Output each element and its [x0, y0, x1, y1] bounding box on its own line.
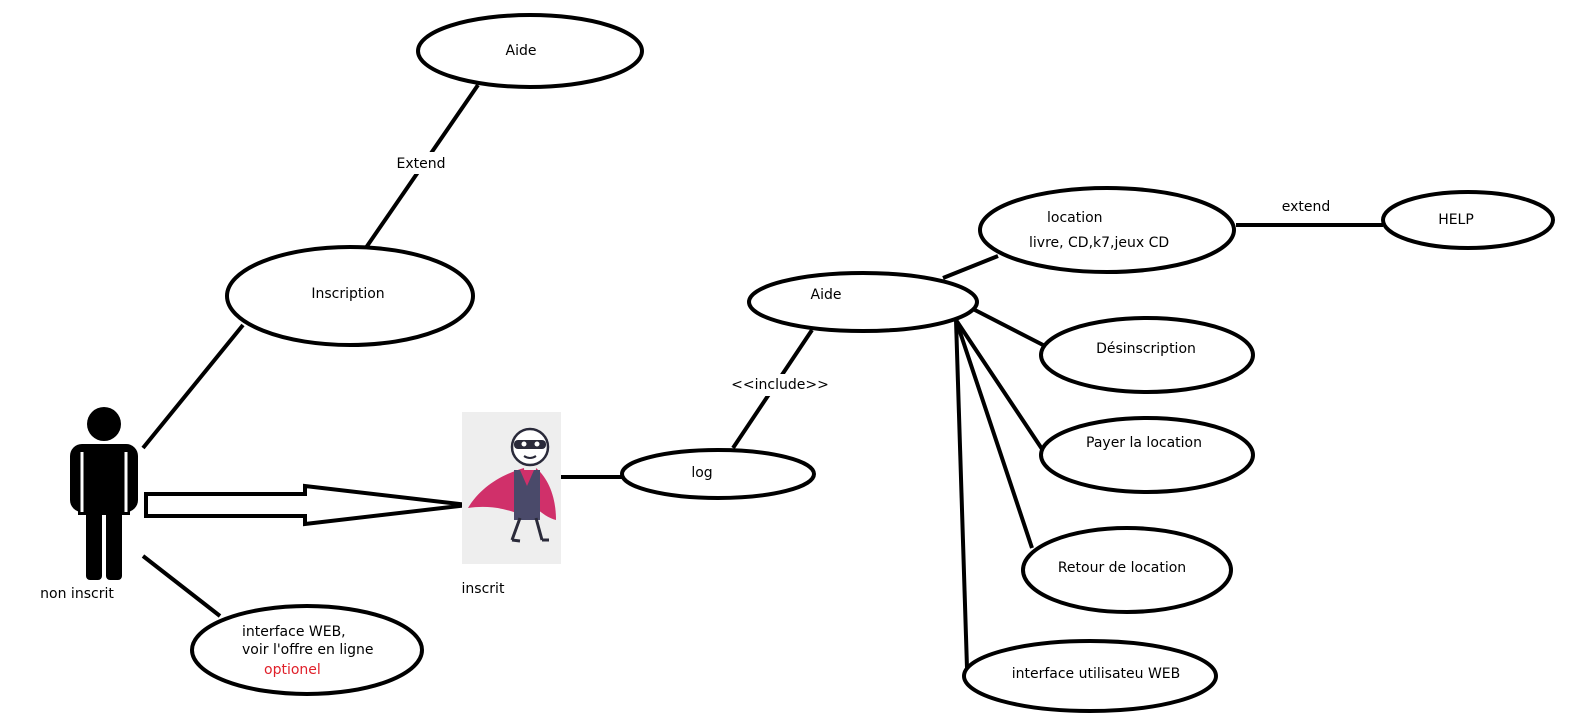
usecase-log-label: log — [691, 465, 712, 481]
usecase-interface-web-line2: voir l'offre en ligne — [242, 642, 374, 658]
association-aide-desinscription — [972, 307, 1046, 348]
usecase-desinscription-label: Désinscription — [1096, 341, 1196, 357]
actor-inscrit-superhero-icon[interactable] — [462, 412, 561, 564]
extend-help-label: extend — [1282, 199, 1331, 215]
actor-non-inscrit-icon[interactable] — [70, 407, 138, 580]
association-nonInscrit-interfaceWeb — [141, 554, 222, 618]
usecase-location-line1: location — [1047, 210, 1103, 226]
usecase-help-label: HELP — [1438, 212, 1474, 228]
usecase-retour-label: Retour de location — [1058, 560, 1186, 576]
usecase-inscription[interactable]: Inscription — [225, 245, 475, 347]
usecase-aide-top[interactable]: Aide — [416, 13, 644, 89]
usecase-payer[interactable]: Payer la location — [1039, 416, 1255, 494]
generalization-arrow — [144, 483, 469, 527]
usecase-retour[interactable]: Retour de location — [1021, 526, 1233, 614]
usecase-log[interactable]: log — [620, 448, 816, 500]
usecase-payer-label: Payer la location — [1086, 435, 1202, 451]
usecase-location[interactable]: location livre, CD,k7,jeux CD — [978, 186, 1236, 274]
association-nonInscrit-inscription — [141, 323, 245, 450]
usecase-interface-web-line1: interface WEB, — [242, 624, 346, 640]
extend-upper-label-bg — [392, 152, 450, 174]
association-aide-interfaceUtilisateur — [954, 319, 969, 669]
usecase-location-line2: livre, CD,k7,jeux CD — [1029, 235, 1169, 251]
usecase-desinscription[interactable]: Désinscription — [1039, 316, 1255, 394]
usecase-help[interactable]: HELP — [1381, 190, 1555, 250]
extend-upper-label: Extend — [397, 156, 446, 172]
usecase-aide-mid-label: Aide — [811, 287, 842, 303]
association-aide-location — [942, 254, 999, 280]
usecase-interface-web[interactable]: interface WEB, voir l'offre en ligne opt… — [190, 604, 424, 696]
include-label-bg — [732, 374, 828, 396]
usecase-interface-utilisateur[interactable]: interface utilisateu WEB — [962, 639, 1218, 713]
usecase-interface-utilisateur-label: interface utilisateu WEB — [1012, 666, 1181, 682]
usecase-aide-mid[interactable]: Aide — [747, 271, 979, 333]
actor-non-inscrit-label: non inscrit — [40, 586, 114, 602]
usecase-interface-web-note: optionel — [264, 662, 321, 678]
usecase-aide-top-label: Aide — [506, 43, 537, 59]
association-aide-payer — [954, 318, 1048, 457]
actor-inscrit-label: inscrit — [462, 581, 505, 597]
usecase-inscription-label: Inscription — [311, 286, 384, 302]
include-label: <<include>> — [731, 377, 829, 393]
association-aide-retour — [954, 319, 1034, 549]
